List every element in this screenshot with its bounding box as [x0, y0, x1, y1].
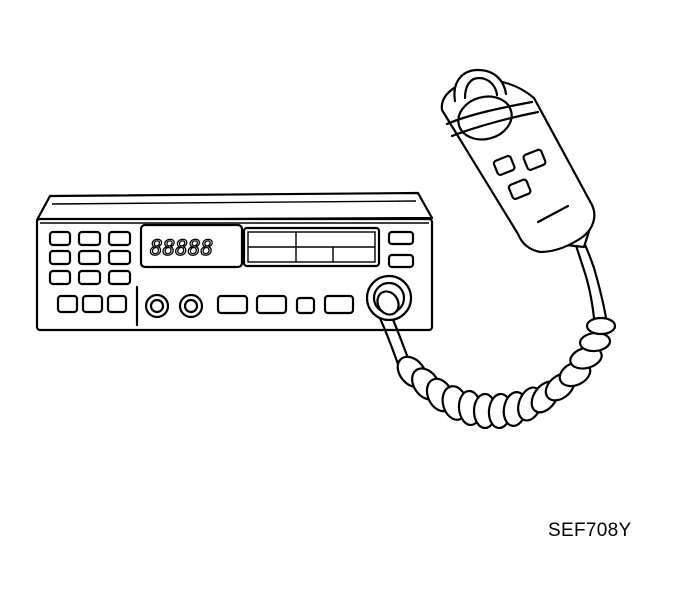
key [387, 253, 415, 269]
mic-button [522, 148, 547, 171]
function-button [323, 294, 355, 315]
transceiver-unit-icon: 88888 [35, 191, 434, 332]
key [107, 230, 132, 247]
display-window [139, 223, 244, 269]
function-button [295, 296, 316, 315]
left-keypad [48, 230, 132, 314]
key [81, 294, 104, 314]
function-button [255, 294, 288, 315]
cord-connector-icon [365, 274, 413, 322]
mic-hanger-loop [453, 68, 508, 103]
coiled-cord-icon [375, 238, 617, 430]
key [56, 294, 79, 314]
key [77, 249, 102, 266]
function-button [216, 294, 249, 315]
key [48, 269, 72, 286]
squelch-knob-icon [178, 293, 204, 319]
figure-code: SEF708Y [548, 520, 632, 541]
radio-top-face [35, 191, 434, 222]
mic-button [507, 178, 532, 200]
mic-button [492, 154, 516, 176]
handheld-microphone-icon [440, 68, 596, 254]
key [107, 249, 132, 266]
key [48, 249, 72, 266]
key [48, 230, 72, 247]
band-panel [242, 226, 381, 268]
radio-top-edge [51, 200, 417, 205]
volume-knob-icon [144, 293, 170, 319]
key [107, 269, 132, 286]
key [106, 294, 128, 314]
display-digits: 88888 [150, 236, 213, 260]
key [77, 230, 102, 247]
mic-speaker-slot [536, 204, 570, 224]
key [77, 269, 102, 286]
key [387, 230, 415, 246]
